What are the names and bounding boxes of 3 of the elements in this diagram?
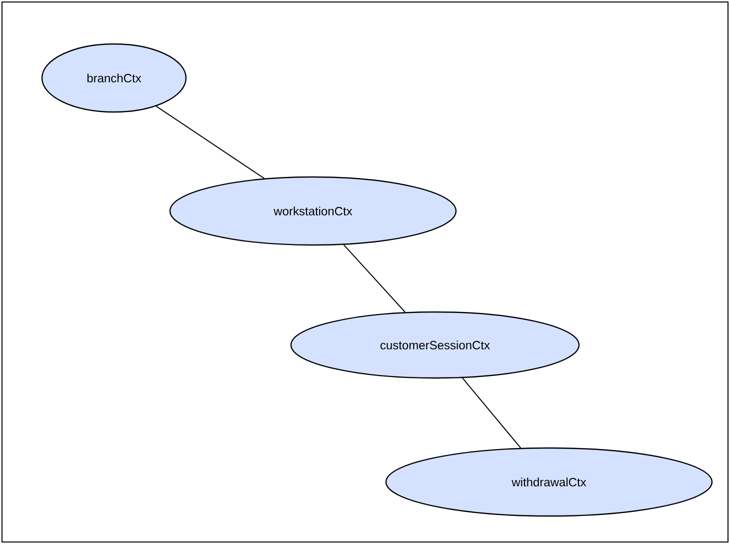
connector-line xyxy=(156,106,265,179)
connector-line xyxy=(462,377,522,448)
connector-line xyxy=(343,244,406,313)
